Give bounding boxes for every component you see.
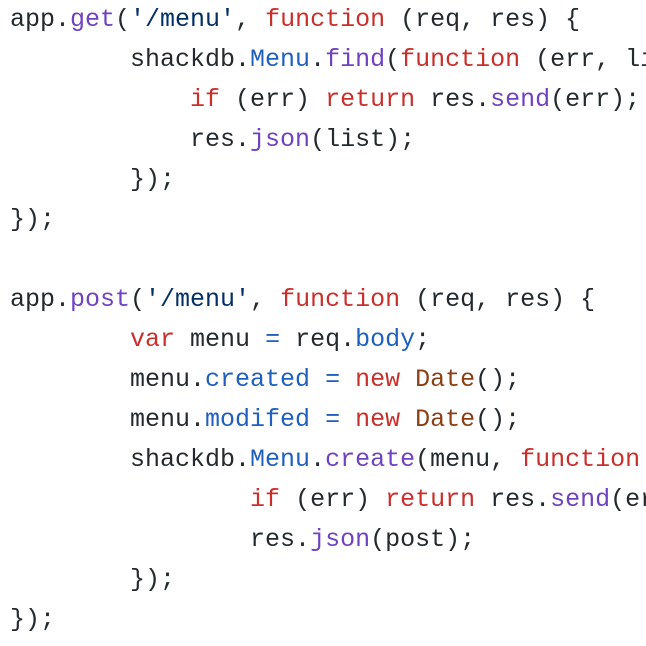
code-token: (err) <box>280 485 386 514</box>
code-token: function <box>520 445 641 474</box>
code-token <box>340 365 355 394</box>
code-token: send <box>490 85 551 114</box>
code-token: res. <box>415 85 491 114</box>
code-token: shackdb. <box>10 45 251 74</box>
code-token: req. <box>280 325 356 354</box>
code-token <box>400 365 415 394</box>
code-token <box>310 405 325 434</box>
code-token <box>10 325 130 354</box>
code-token: shackdb. <box>10 445 251 474</box>
code-token <box>310 365 325 394</box>
code-token: Date <box>415 365 476 394</box>
code-line: res.json(post); <box>10 520 646 560</box>
code-token: menu. <box>10 365 206 394</box>
code-token: . <box>310 445 326 474</box>
code-token: (err, li <box>520 45 646 74</box>
code-token: var <box>130 325 176 354</box>
code-token <box>340 405 355 434</box>
code-token: (er <box>610 485 646 514</box>
code-token: (req, res) { <box>385 5 581 34</box>
code-token: (list); <box>310 125 416 154</box>
code-token: if <box>190 85 221 114</box>
code-token: modifed <box>205 405 311 434</box>
code-token: = <box>265 325 281 354</box>
code-token: }); <box>10 165 176 194</box>
code-token: '/menu' <box>145 285 251 314</box>
code-line: shackdb.Menu.create(menu, function <box>10 440 646 480</box>
code-token: post <box>70 285 131 314</box>
code-token: body <box>355 325 416 354</box>
code-token: (err); <box>550 85 641 114</box>
code-line: }); <box>10 600 646 640</box>
code-token: new <box>355 365 401 394</box>
code-token: (req, res) { <box>400 285 596 314</box>
code-token: json <box>250 125 311 154</box>
code-token: = <box>325 365 341 394</box>
code-token <box>10 85 190 114</box>
code-token <box>400 405 415 434</box>
code-token: function <box>280 285 401 314</box>
code-line: menu.created = new Date(); <box>10 360 646 400</box>
code-token: }); <box>10 605 56 634</box>
code-token: = <box>325 405 341 434</box>
code-token: find <box>325 45 386 74</box>
code-token: res. <box>475 485 551 514</box>
code-token: function <box>400 45 521 74</box>
code-token: (err) <box>220 85 326 114</box>
code-token: app. <box>10 5 71 34</box>
code-line: if (err) return res.send(err); <box>10 80 646 120</box>
code-line: app.post('/menu', function (req, res) { <box>10 280 646 320</box>
code-token: json <box>310 525 371 554</box>
code-token: Date <box>415 405 476 434</box>
code-token: Menu <box>250 445 311 474</box>
code-token: create <box>325 445 416 474</box>
code-token: . <box>310 45 326 74</box>
code-token: new <box>355 405 401 434</box>
code-line: app.get('/menu', function (req, res) { <box>10 0 646 40</box>
code-token: function <box>265 5 386 34</box>
code-token: ( <box>385 45 401 74</box>
code-line: var menu = req.body; <box>10 320 646 360</box>
code-token: res. <box>10 125 251 154</box>
code-line: res.json(list); <box>10 120 646 160</box>
code-token: Menu <box>250 45 311 74</box>
code-token: res. <box>10 525 311 554</box>
code-line: menu.modifed = new Date(); <box>10 400 646 440</box>
code-token: , <box>250 285 281 314</box>
code-token: ( <box>115 5 131 34</box>
code-token: (menu, <box>415 445 521 474</box>
code-token: get <box>70 5 116 34</box>
code-token: menu <box>175 325 266 354</box>
code-token: created <box>205 365 311 394</box>
code-token: if <box>250 485 281 514</box>
code-line <box>10 240 646 280</box>
code-line: }); <box>10 160 646 200</box>
code-token: app. <box>10 285 71 314</box>
code-token: return <box>385 485 476 514</box>
code-editor: app.get('/menu', function (req, res) { s… <box>10 0 646 640</box>
code-token: (); <box>475 365 521 394</box>
code-token: '/menu' <box>130 5 236 34</box>
code-token: menu. <box>10 405 206 434</box>
code-token <box>10 485 250 514</box>
code-token: send <box>550 485 611 514</box>
code-token: (); <box>475 405 521 434</box>
code-token: }); <box>10 565 176 594</box>
code-token: return <box>325 85 416 114</box>
code-token: ( <box>130 285 146 314</box>
code-token: , <box>235 5 266 34</box>
code-token: ; <box>415 325 431 354</box>
code-token: }); <box>10 205 56 234</box>
code-line: }); <box>10 200 646 240</box>
code-line: if (err) return res.send(er <box>10 480 646 520</box>
code-token: (post); <box>370 525 476 554</box>
code-line: }); <box>10 560 646 600</box>
code-line: shackdb.Menu.find(function (err, li <box>10 40 646 80</box>
